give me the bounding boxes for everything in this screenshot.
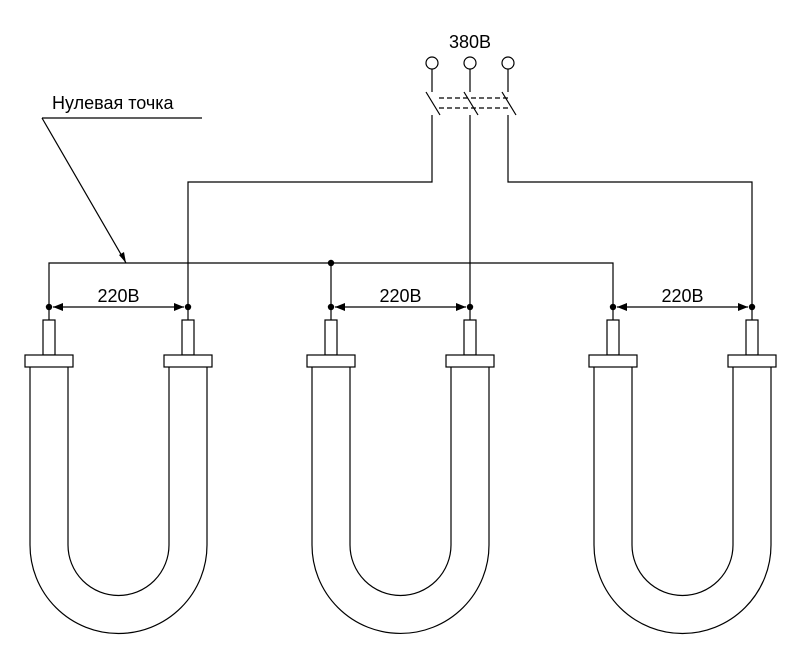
heater-voltage-label: 220В — [97, 286, 139, 306]
heater-pin-right — [745, 319, 759, 356]
heater-flange-right — [163, 354, 213, 368]
phase-wire-1 — [187, 115, 433, 307]
heater-voltage-label: 220В — [661, 286, 703, 306]
heater-tube-inner — [67, 367, 170, 597]
heater-terminal-left — [45, 303, 53, 311]
supply-terminal-2 — [463, 56, 477, 70]
supply-voltage-label: 380В — [449, 32, 491, 52]
neutral-label: Нулевая точка — [52, 93, 175, 113]
heater-flange-left — [24, 354, 74, 368]
heater-tube-inner — [631, 367, 734, 597]
phase-wire-3 — [507, 115, 753, 307]
supply-terminals — [425, 56, 515, 70]
dimension-arrow-left — [335, 303, 345, 311]
neutral-label-leader — [41, 117, 127, 264]
supply-terminal-1 — [425, 56, 439, 70]
three-pole-switch — [425, 69, 517, 116]
supply-terminal-3 — [501, 56, 515, 70]
heater-terminal-left — [327, 303, 335, 311]
heater-tube-outer — [29, 367, 208, 635]
heater-pin-right — [463, 319, 477, 356]
heater-flange-left — [306, 354, 356, 368]
heater-terminal-right — [466, 303, 474, 311]
heater-flange-right — [445, 354, 495, 368]
heater-pin-left — [324, 319, 338, 356]
heater-flange-left — [588, 354, 638, 368]
heater-pin-left — [42, 319, 56, 356]
dimension-arrow-right — [456, 303, 466, 311]
neutral-junction — [327, 259, 335, 267]
heater-voltage-label: 220В — [379, 286, 421, 306]
heater-3: 220В — [588, 286, 777, 635]
heater-pin-left — [606, 319, 620, 356]
heater-flange-right — [727, 354, 777, 368]
neutral-leader-arrow — [119, 252, 126, 263]
dimension-arrow-left — [53, 303, 63, 311]
heater-pin-right — [181, 319, 195, 356]
phase-wires — [187, 115, 753, 307]
heater-tube-outer — [593, 367, 772, 635]
heater-1: 220В — [24, 286, 213, 635]
heater-tube-inner — [349, 367, 452, 597]
dimension-arrow-left — [617, 303, 627, 311]
heater-tube-outer — [311, 367, 490, 635]
heater-terminal-left — [609, 303, 617, 311]
heater-terminal-right — [184, 303, 192, 311]
dimension-arrow-right — [174, 303, 184, 311]
heater-terminal-right — [748, 303, 756, 311]
dimension-arrow-right — [738, 303, 748, 311]
neutral-bus — [48, 259, 614, 307]
heater-2: 220В — [306, 286, 495, 635]
